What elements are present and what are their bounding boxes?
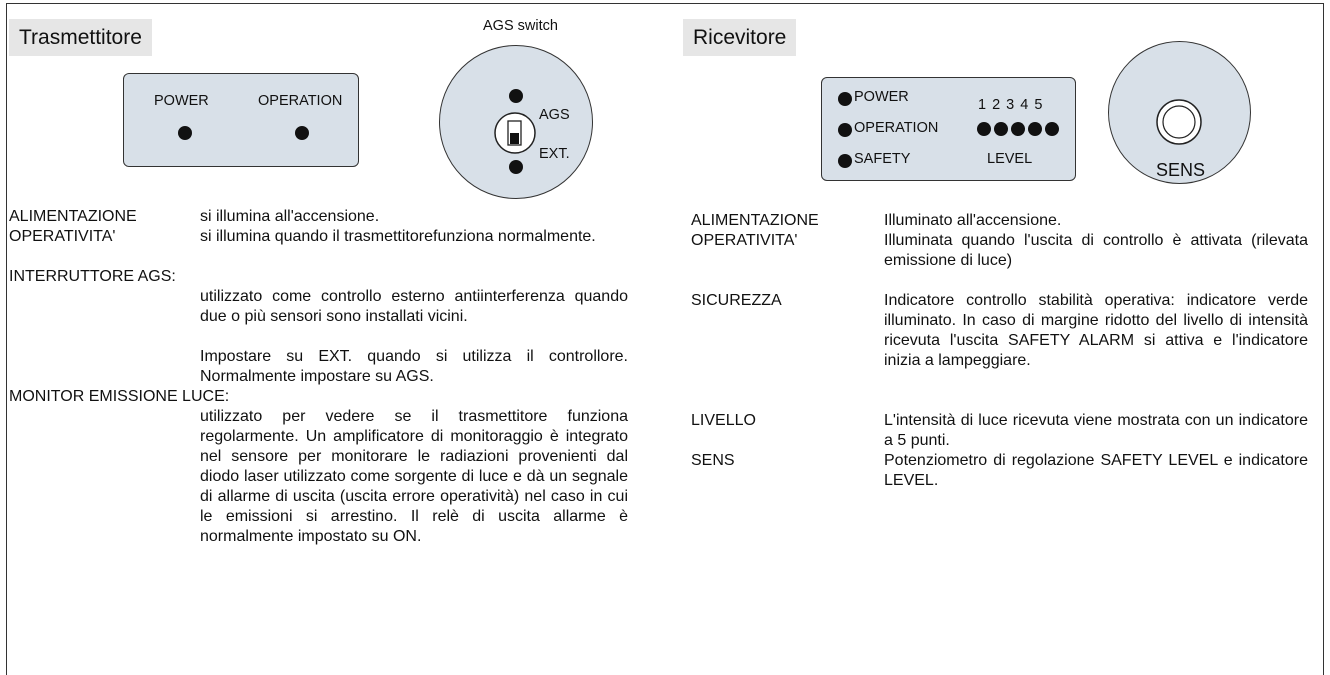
rx-operativita-term: OPERATIVITA' — [691, 232, 798, 249]
rx-sens-desc: Potenziometro di regolazione SAFETY LEVE… — [884, 452, 1308, 489]
tx-ags-desc-2: Impostare su EXT. quando si utilizza il … — [200, 348, 628, 385]
sens-label: SENS — [1156, 160, 1206, 180]
tx-monitor-term: MONITOR EMISSIONE LUCE: — [9, 388, 230, 405]
transmitter-title: Trasmettitore — [9, 19, 152, 56]
rx-livello-term: LIVELLO — [691, 412, 756, 429]
tx-operativita-desc: si illumina quando il trasmettitorefunzi… — [200, 228, 596, 245]
tx-alimentazione-desc: si illumina all'accensione. — [200, 208, 380, 225]
rx-sens-term: SENS — [691, 452, 735, 469]
rx-safety-label: SAFETY — [854, 151, 911, 167]
rx-power-led-icon — [838, 92, 852, 106]
tx-ags-term: INTERRUTTORE AGS: — [9, 268, 176, 285]
ags-slide-switch-icon[interactable] — [493, 111, 537, 155]
tx-operation-label: OPERATION — [258, 93, 343, 109]
ags-switch-title: AGS switch — [483, 18, 558, 34]
rx-level-led-2-icon — [994, 122, 1008, 136]
rx-sicurezza-term: SICUREZZA — [691, 292, 782, 309]
tx-ags-desc-1: utilizzato come controllo esterno antiin… — [200, 288, 628, 325]
rx-level-led-5-icon — [1045, 122, 1059, 136]
rx-level-led-1-icon — [977, 122, 991, 136]
tx-operation-led-icon — [295, 126, 309, 140]
tx-operativita-term: OPERATIVITA' — [9, 228, 116, 245]
rx-level-numbers: 1 2 3 4 5 — [978, 97, 1044, 113]
rx-level-led-4-icon — [1028, 122, 1042, 136]
rx-sicurezza-desc: Indicatore controllo stabilità operativa… — [884, 292, 1308, 369]
rx-livello-desc: L'intensità di luce ricevuta viene mostr… — [884, 412, 1308, 449]
ags-label: AGS — [539, 107, 570, 123]
tx-power-led-icon — [178, 126, 192, 140]
rx-operation-label: OPERATION — [854, 120, 939, 136]
tx-monitor-desc: utilizzato per vedere se il trasmettitor… — [200, 408, 628, 545]
rx-alimentazione-term: ALIMENTAZIONE — [691, 212, 819, 229]
transmitter-panel — [123, 73, 359, 167]
document-frame — [6, 3, 1324, 675]
ext-position-dot-icon — [509, 160, 523, 174]
rx-power-label: POWER — [854, 89, 909, 105]
rx-alimentazione-desc: Illuminato all'accensione. — [884, 212, 1062, 229]
tx-power-label: POWER — [154, 93, 209, 109]
ext-label: EXT. — [539, 146, 570, 162]
rx-safety-led-icon — [838, 154, 852, 168]
rx-level-label: LEVEL — [987, 151, 1033, 167]
rx-operativita-desc: Illuminata quando l'uscita di controllo … — [884, 232, 1308, 269]
sens-potentiometer-icon[interactable] — [1154, 97, 1204, 147]
ags-position-dot-icon — [509, 89, 523, 103]
rx-operation-led-icon — [838, 123, 852, 137]
receiver-title: Ricevitore — [683, 19, 797, 56]
tx-alimentazione-term: ALIMENTAZIONE — [9, 208, 137, 225]
rx-level-led-3-icon — [1011, 122, 1025, 136]
